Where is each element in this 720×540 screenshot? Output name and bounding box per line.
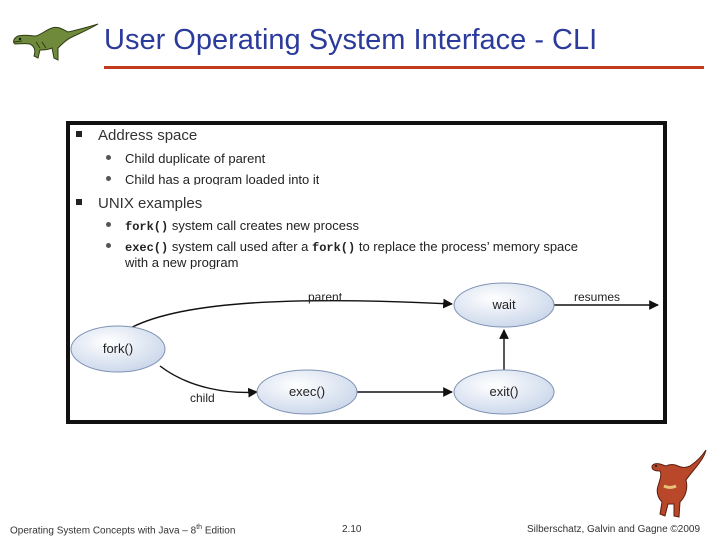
node-fork-label: fork() — [103, 341, 133, 356]
footer-book-title: Operating System Concepts with Java – 8t… — [10, 524, 235, 536]
process-diagram: fork() wait exec() exit() parent child r… — [70, 125, 663, 420]
edge-fork-to-exec — [160, 366, 257, 392]
edge-label-resumes: resumes — [574, 290, 620, 304]
dinosaur-mascot-icon — [640, 446, 710, 520]
edge-fork-to-wait — [122, 301, 452, 333]
footer-copyright: Silberschatz, Galvin and Gagne ©2009 — [527, 524, 700, 535]
content-figure: Address space Child duplicate of parent … — [66, 121, 667, 424]
edge-label-child: child — [190, 391, 215, 405]
title-underline — [104, 66, 704, 69]
edge-label-parent: parent — [308, 290, 343, 304]
footer-page-number: 2.10 — [342, 524, 361, 535]
slide-title: User Operating System Interface - CLI — [104, 24, 704, 57]
node-exec-label: exec() — [289, 384, 325, 399]
dinosaur-logo-icon — [6, 14, 100, 66]
node-wait-label: wait — [491, 297, 516, 312]
node-exit-label: exit() — [490, 384, 519, 399]
